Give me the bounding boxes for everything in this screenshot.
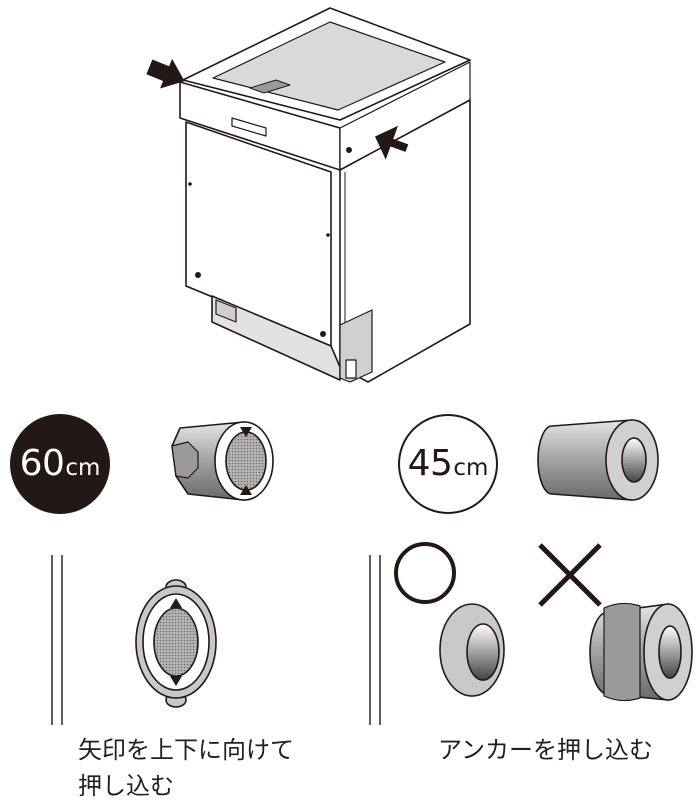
circle-ok-icon [394, 542, 456, 604]
anchor-45cm-side-view [537, 419, 659, 501]
arrow-pointer-icon [146, 58, 185, 89]
badge-45-unit: cm [453, 455, 489, 481]
triangle-arrow-icon [240, 485, 252, 495]
separator-lines-left [51, 555, 63, 725]
foot-60cm-side-view [171, 421, 274, 501]
arrow-pointer-icon [374, 125, 409, 160]
anchor-correct-front-view [439, 603, 505, 697]
caption-left-line1: 矢印を上下に向けて [78, 736, 294, 764]
triangle-arrow-icon [240, 427, 252, 437]
foot-60cm-front-view [135, 579, 217, 708]
dishwasher-illustration [179, 7, 471, 383]
triangle-arrow-icon [170, 676, 182, 686]
anchor-incorrect-side-view [589, 602, 693, 702]
badge-45-value: 45 [407, 443, 453, 484]
caption-right: アンカーを押し込む [438, 736, 654, 764]
panel-slot [231, 117, 267, 137]
top-rail [249, 79, 291, 94]
triangle-arrow-icon [170, 598, 182, 608]
caption-left: 矢印を上下に向けて 押し込む [78, 732, 294, 804]
separator-lines-right [369, 555, 381, 725]
caption-left-line2: 押し込む [78, 772, 174, 800]
cross-ng-icon [538, 543, 602, 607]
badge-60-value: 60 [19, 443, 65, 484]
badge-60-unit: cm [65, 455, 101, 481]
base-foot-left [215, 299, 237, 323]
